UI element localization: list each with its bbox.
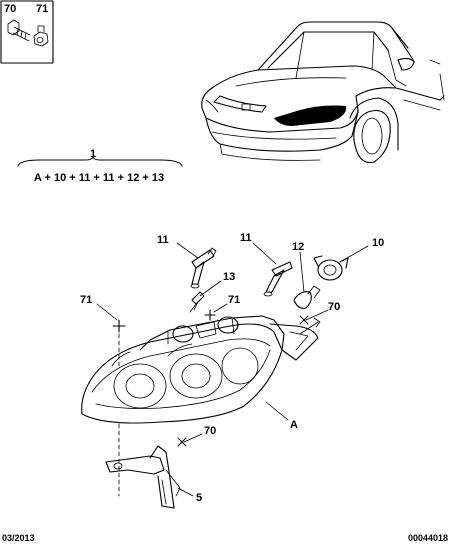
bracket-part-5 <box>105 445 181 509</box>
bolt-icon <box>7 19 31 42</box>
callout-70-bottom: 70 <box>204 425 216 437</box>
bulb-indicator-12 <box>293 285 321 309</box>
legend-label-71: 71 <box>36 3 48 15</box>
bulb-h7-right <box>263 261 293 297</box>
callout-11-right: 11 <box>240 232 252 244</box>
callout-71-left: 71 <box>80 294 92 306</box>
bulb-small-13 <box>189 291 205 313</box>
assembly-formula: 1 A + 10 + 11 + 11 + 12 + 13 <box>17 148 183 184</box>
legend-box: 70 71 <box>0 0 54 64</box>
callout-10: 10 <box>372 237 384 249</box>
bulb-h7-left <box>190 247 217 289</box>
legend-label-70: 70 <box>4 3 16 15</box>
brace <box>17 156 183 167</box>
callout-12: 12 <box>292 241 304 253</box>
leader-lines <box>96 242 369 497</box>
screw-marker-71-mid <box>204 309 216 321</box>
footer-reference: 00044018 <box>408 533 448 543</box>
screw-marker-70-bottom <box>177 437 187 447</box>
screw-marker-71-left <box>112 319 126 333</box>
callout-71-mid: 71 <box>228 294 240 306</box>
car-illustration <box>201 21 445 164</box>
headlamp-assembly <box>81 315 321 424</box>
nut-icon <box>33 25 49 47</box>
callout-13: 13 <box>223 271 235 283</box>
footer-date: 03/2013 <box>2 533 35 543</box>
callout-5: 5 <box>196 492 202 504</box>
callout-70-right: 70 <box>328 301 340 313</box>
screw-marker-70-right <box>299 315 309 325</box>
assembly-expression: A + 10 + 11 + 11 + 12 + 13 <box>34 172 164 184</box>
callout-11-left: 11 <box>157 234 169 246</box>
bulb-holder-10 <box>313 255 349 281</box>
callout-A: A <box>290 419 298 431</box>
assembly-number: 1 <box>90 148 96 160</box>
